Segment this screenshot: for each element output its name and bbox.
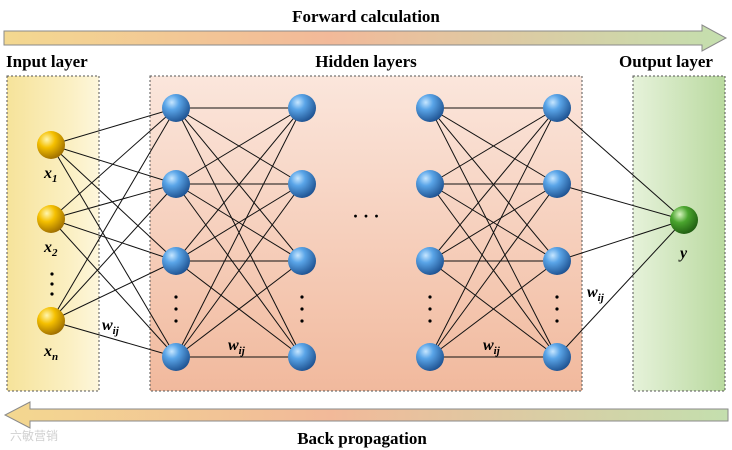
hidden-node xyxy=(162,170,190,198)
connection-line xyxy=(429,183,558,358)
connection-line xyxy=(429,107,558,185)
hidden-node xyxy=(162,247,190,275)
hidden-node xyxy=(416,343,444,371)
input-dot xyxy=(50,292,54,296)
connection-line xyxy=(50,144,177,358)
connection-line xyxy=(50,218,177,358)
input-node-n xyxy=(37,307,65,335)
forward-calculation-title: Forward calculation xyxy=(292,7,440,26)
input-label-n: xn xyxy=(43,343,58,363)
hidden-node xyxy=(543,247,571,275)
connection-line xyxy=(429,107,558,262)
input-label-1: x1 xyxy=(43,165,58,185)
hidden-layer-1 xyxy=(162,94,190,371)
weight-label: wij xyxy=(228,337,246,357)
connection-line xyxy=(556,107,685,221)
connection-line xyxy=(429,260,558,358)
connection-line xyxy=(50,183,177,220)
connection-line xyxy=(556,219,685,358)
hidden-layer-4 xyxy=(543,94,571,371)
connection-line xyxy=(556,183,685,221)
connection-line xyxy=(50,320,177,358)
watermark: 六敏营销 xyxy=(10,428,58,443)
hidden-layer-2 xyxy=(288,94,316,371)
hidden-node xyxy=(162,94,190,122)
hidden-ellipsis: · · · xyxy=(352,206,379,226)
connection-line xyxy=(175,183,303,358)
output-layer-label: Output layer xyxy=(619,52,713,71)
output-node xyxy=(670,206,698,234)
back-propagation-title: Back propagation xyxy=(297,429,427,448)
output-layer-box xyxy=(632,75,726,392)
hidden-layer-3 xyxy=(416,94,444,371)
hidden-layers-box xyxy=(149,75,583,392)
hidden-node xyxy=(543,343,571,371)
hidden-node xyxy=(543,170,571,198)
connection-lines xyxy=(50,107,685,358)
connection-line xyxy=(50,218,177,262)
hidden-node xyxy=(543,94,571,122)
connection-line xyxy=(175,107,303,262)
input-node-1 xyxy=(37,131,65,159)
hidden-layers-label: Hidden layers xyxy=(315,52,417,71)
hidden-node xyxy=(288,343,316,371)
hidden-node xyxy=(162,343,190,371)
hidden-vertical-dots xyxy=(174,295,559,323)
input-layer-box xyxy=(6,75,100,392)
weight-label: wij xyxy=(102,317,120,337)
hidden-node xyxy=(288,247,316,275)
connection-line xyxy=(50,107,177,220)
connection-line xyxy=(429,107,558,358)
connection-line xyxy=(50,183,177,322)
hidden-node xyxy=(288,94,316,122)
connection-line xyxy=(175,183,303,262)
input-dot xyxy=(50,272,54,276)
connection-line xyxy=(50,144,177,185)
hidden-node xyxy=(416,170,444,198)
output-label: y xyxy=(678,245,688,262)
input-layer-label: Input layer xyxy=(6,52,88,71)
input-label-2: x2 xyxy=(43,239,58,259)
input-node-2 xyxy=(37,205,65,233)
back-propagation-arrow xyxy=(3,401,729,429)
hidden-node xyxy=(416,94,444,122)
forward-arrow xyxy=(3,24,728,52)
hidden-node xyxy=(416,247,444,275)
weight-label: wij xyxy=(483,337,501,357)
connection-line xyxy=(175,107,303,358)
connection-line xyxy=(50,107,177,146)
connection-line xyxy=(50,107,177,322)
connection-line xyxy=(556,219,685,262)
weight-label: wij xyxy=(587,284,605,304)
connection-line xyxy=(50,260,177,322)
connection-line xyxy=(50,144,177,262)
input-dot xyxy=(50,282,54,286)
hidden-node xyxy=(288,170,316,198)
connection-line xyxy=(175,107,303,185)
connection-line xyxy=(429,183,558,262)
connection-line xyxy=(175,260,303,358)
